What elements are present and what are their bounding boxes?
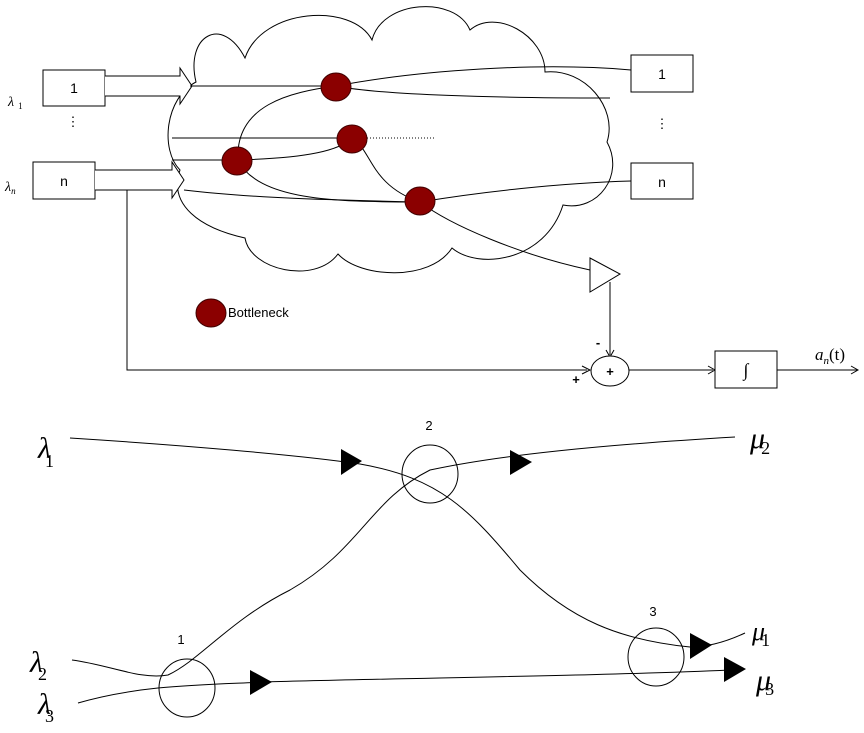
arrow-lambda1 (341, 449, 362, 475)
node-circle-3 (627, 627, 685, 687)
arrow-mu2 (510, 450, 532, 475)
gain-triangle (589, 257, 622, 293)
arrow-mu3 (724, 657, 746, 682)
integrator-box (714, 350, 778, 389)
summing-junction (590, 355, 630, 387)
reference-line (126, 190, 587, 371)
source-lambda-n: λn (4, 180, 16, 196)
bottlenecks (221, 72, 436, 216)
bottleneck-node-d (404, 186, 436, 216)
arrow-mu1 (690, 633, 712, 659)
sink-box-1-label: 1 (658, 66, 666, 82)
node-circle-2 (401, 444, 459, 504)
legend-bottleneck-text: Bottleneck (228, 305, 289, 320)
output-mu-1: μ1 (751, 617, 770, 650)
integrator-symbol: ∫ (743, 360, 750, 381)
summing-plus: + (572, 372, 580, 387)
source-box-n-label: n (60, 173, 68, 189)
node-label-3: 3 (649, 604, 656, 619)
output-arrowhead (850, 365, 860, 375)
source-box-1 (42, 69, 106, 107)
bottleneck-node-a (320, 72, 352, 102)
output-label: an(t) (815, 345, 845, 367)
bottom-nodes (158, 444, 685, 718)
sink-ellipsis: ⋮ (656, 116, 669, 131)
bottleneck-node-b (336, 124, 368, 154)
network-cloud (167, 6, 614, 274)
summing-symbol: + (606, 364, 614, 379)
bottom-flows (69, 436, 746, 704)
bottom-arrowheads (250, 449, 746, 695)
legend-bottleneck-marker (195, 298, 227, 328)
summing-minus: - (596, 335, 600, 350)
input-lambda-1: λ1 (37, 432, 54, 471)
input-lambda-2: λ2 (29, 646, 47, 684)
sink-box-n (630, 162, 694, 200)
output-mu-2: μ2 (749, 422, 770, 458)
source-ellipsis: ⋮ (67, 114, 80, 129)
source-box-1-label: 1 (70, 80, 78, 96)
node-label-1: 1 (177, 632, 184, 647)
node-circle-1 (158, 658, 216, 718)
input-lambda-3: λ3 (37, 688, 54, 726)
node-label-2: 2 (425, 418, 432, 433)
reference-arrowhead (581, 365, 592, 375)
hollow-arrow-n (95, 160, 185, 200)
network-cloud-group (167, 6, 614, 274)
sink-box-1 (630, 54, 694, 93)
arrow-lambda3 (250, 670, 272, 695)
sink-box-n-label: n (658, 174, 666, 190)
bottleneck-node-c (221, 146, 253, 176)
output-mu-3: μ3 (755, 664, 774, 699)
source-box-n (32, 161, 96, 200)
hollow-arrow-1 (105, 66, 193, 106)
